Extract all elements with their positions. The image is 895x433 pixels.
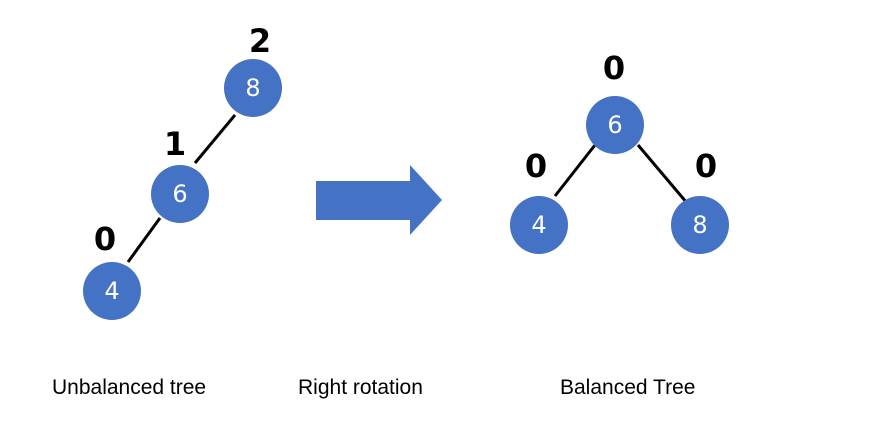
tree-node-6 [151,165,209,223]
caption-balanced-tree: Balanced Tree [560,376,696,399]
tree-node-4 [510,196,568,254]
caption-unbalanced-tree: Unbalanced tree [52,376,207,399]
node-value-8: 8 [245,74,260,102]
caption-right-rotation: Right rotation [298,376,423,399]
balanced-tree: 0 6 0 4 0 8 [510,49,729,254]
balance-factor-node-8: 2 [249,22,271,60]
tree-node-6 [586,96,644,154]
node-value-6: 6 [607,111,622,139]
node-value-4: 4 [531,211,546,239]
balance-factor-node-6: 0 [603,49,625,87]
tree-node-8 [671,196,729,254]
balance-factor-node-8: 0 [695,147,717,185]
balance-factor-node-4: 0 [525,147,547,185]
edge-6-8 [636,144,689,204]
edge-6-4 [126,217,162,263]
balance-factor-node-4: 0 [94,220,116,258]
edge-8-6 [193,114,237,164]
node-value-4: 4 [104,277,119,305]
tree-node-4 [83,262,141,320]
edge-6-4 [553,144,597,197]
balance-factor-node-6: 1 [164,125,186,163]
node-value-6: 6 [172,180,187,208]
right-arrow-icon [316,165,442,235]
unbalanced-tree: 2 8 1 6 0 4 [83,22,282,320]
tree-node-8 [224,59,282,117]
node-value-8: 8 [692,211,707,239]
